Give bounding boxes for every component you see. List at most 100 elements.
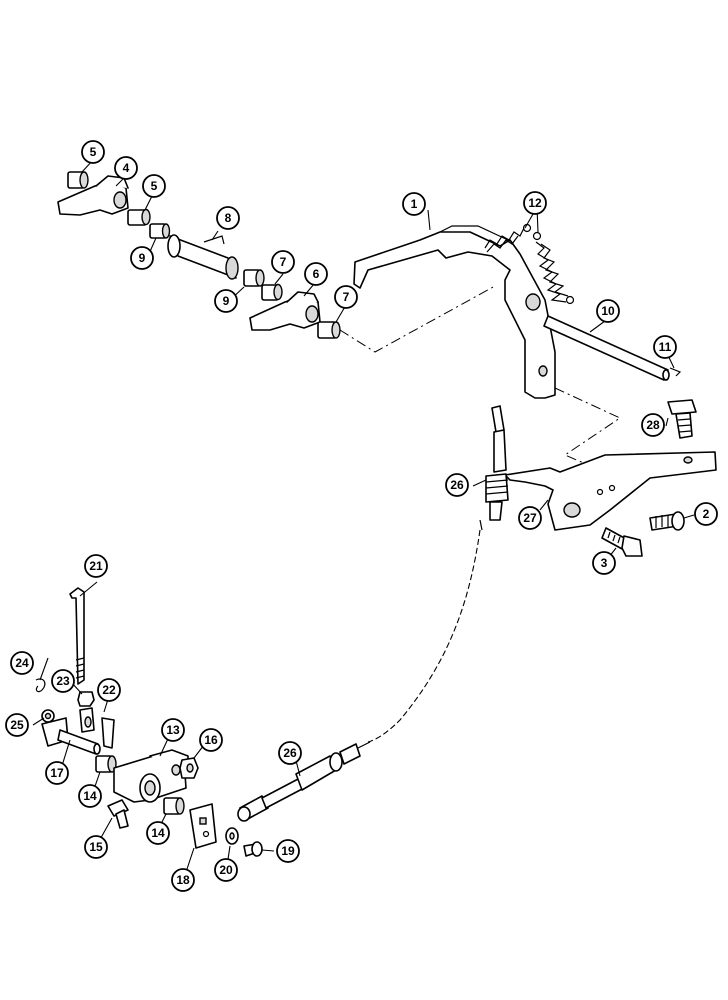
rod-21 xyxy=(69,587,85,685)
callout: 3 xyxy=(592,551,616,575)
callout-label: 15 xyxy=(89,840,103,854)
nut-16 xyxy=(179,757,199,779)
callout-label: 20 xyxy=(219,863,233,877)
bushing-9-top xyxy=(149,223,171,239)
callout: 20 xyxy=(214,858,238,882)
bushing-7-mid xyxy=(261,283,283,301)
clip-24 xyxy=(35,678,46,693)
clevis-22 xyxy=(79,707,115,749)
callout: 14 xyxy=(78,784,102,808)
callout: 11 xyxy=(653,335,677,359)
bolt-3 xyxy=(601,527,643,557)
callout: 23 xyxy=(51,669,75,693)
callout: 21 xyxy=(84,554,108,578)
callout-label: 12 xyxy=(528,196,542,210)
pin-11 xyxy=(669,367,682,377)
callout: 9 xyxy=(130,246,154,270)
callout-label: 1 xyxy=(411,197,418,211)
support-bracket-1 xyxy=(353,225,556,399)
rod-10 xyxy=(543,315,670,381)
callout: 16 xyxy=(199,728,223,752)
bushing-14-right xyxy=(163,797,185,815)
callout-label: 17 xyxy=(50,766,64,780)
pedal-arm-left xyxy=(57,175,129,216)
callout-label: 9 xyxy=(223,294,230,308)
callout-label-11: 11 xyxy=(659,340,672,354)
callout-label: 26 xyxy=(450,478,464,492)
callout-label: 25 xyxy=(10,718,24,732)
bolt-19 xyxy=(243,841,263,857)
bolt-2 xyxy=(649,511,685,531)
pivot-pin-17 xyxy=(41,717,101,755)
callout: 26 xyxy=(278,741,302,765)
callout: 22 xyxy=(97,678,121,702)
callout-label: 9 xyxy=(139,251,146,265)
bushing-14-left xyxy=(95,755,117,773)
callout-label: 14 xyxy=(83,789,97,803)
callout: 1 xyxy=(402,192,426,216)
bushing-5-top xyxy=(67,171,89,189)
callout: 4 xyxy=(114,156,138,180)
callout-label: 22 xyxy=(102,683,116,697)
callout: 5 xyxy=(81,140,105,164)
callout-label: 24 xyxy=(15,656,29,670)
callout: 14 xyxy=(146,821,170,845)
callout-label: 21 xyxy=(89,559,103,573)
plate-18 xyxy=(189,803,217,849)
callout: 7 xyxy=(271,250,295,274)
callout: 6 xyxy=(304,262,328,286)
callout: 26 xyxy=(445,473,469,497)
callout-label: 28 xyxy=(646,418,660,432)
callout-label: 14 xyxy=(151,826,165,840)
cable-end-bottom xyxy=(237,741,371,822)
callout: 15 xyxy=(84,835,108,859)
callout: 27 xyxy=(518,506,542,530)
callout: 18 xyxy=(171,868,195,892)
spring-right xyxy=(532,231,575,305)
callout-label: 10 xyxy=(601,304,615,318)
callout: 13 xyxy=(161,718,185,742)
nut-23 xyxy=(77,691,95,707)
cable-end-top xyxy=(479,405,509,531)
callout-label: 18 xyxy=(176,873,190,887)
washer-20 xyxy=(225,827,239,845)
mounting-plate-27 xyxy=(504,451,717,531)
bolt-28 xyxy=(667,399,697,439)
callout-label-13: 13 xyxy=(166,723,180,737)
callout: 28 xyxy=(641,413,665,437)
callout: 8 xyxy=(216,206,240,230)
bushing-7-lower xyxy=(317,321,341,339)
bushing-5-mid xyxy=(127,208,151,226)
callout-label: 5 xyxy=(90,145,97,159)
callout-label: 2 xyxy=(703,507,710,521)
callout: 12 xyxy=(523,191,547,215)
shaft-8 xyxy=(167,234,239,280)
callout-label: 4 xyxy=(123,161,130,175)
callout: 17 xyxy=(45,761,69,785)
callout: 9 xyxy=(214,289,238,313)
callout: 7 xyxy=(334,285,358,309)
callout-label: 23 xyxy=(56,674,70,688)
center-lines xyxy=(339,285,622,743)
callout: 5 xyxy=(142,174,166,198)
callout: 2 xyxy=(694,502,718,526)
callout-label: 16 xyxy=(204,733,218,747)
callout-label: 3 xyxy=(601,556,608,570)
pedal-arm-right xyxy=(249,291,321,331)
callout-label: 8 xyxy=(225,211,232,225)
bolt-15 xyxy=(107,799,129,829)
callout: 19 xyxy=(276,839,300,863)
callout-label: 19 xyxy=(281,844,295,858)
lever-housing-13 xyxy=(113,749,189,803)
callout-label: 26 xyxy=(283,746,297,760)
callout-label: 7 xyxy=(280,255,287,269)
callout: 25 xyxy=(5,713,29,737)
callout-label: 27 xyxy=(523,511,537,525)
bushing-9-mid xyxy=(243,269,265,287)
washer-25 xyxy=(41,709,55,723)
callout-label: 5 xyxy=(151,179,158,193)
callout-label: 6 xyxy=(313,267,320,281)
callout-label: 7 xyxy=(343,290,350,304)
callout: 24 xyxy=(10,651,34,675)
